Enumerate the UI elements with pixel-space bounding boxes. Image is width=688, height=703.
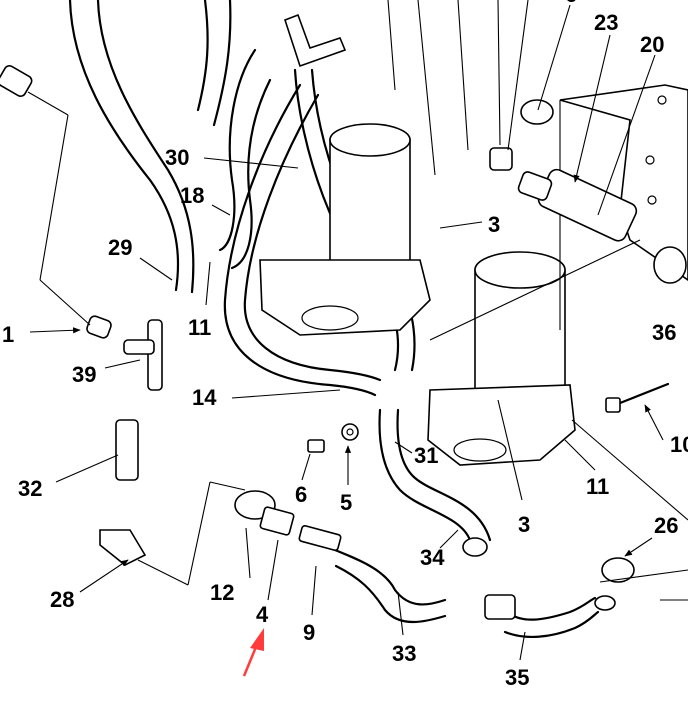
label-35: 35 [505,665,529,690]
label-33: 33 [392,641,416,666]
label-12: 12 [210,580,234,605]
label-23: 23 [594,10,618,35]
label-10: 10 [670,432,688,457]
label-28: 28 [50,587,74,612]
label-11-left: 11 [188,315,211,340]
highlight-arrow [242,628,264,677]
label-18: 18 [180,183,204,208]
label-30: 30 [165,145,189,170]
label-11-right: 11 [586,474,609,499]
label-29: 29 [108,235,132,260]
label-1: 1 [2,322,14,347]
label-36: 36 [652,320,676,345]
label-32: 32 [18,476,42,501]
callout-labels: 1 39 29 18 30 11 14 32 28 6 5 31 3 3 11 … [2,0,688,690]
label-39: 39 [72,362,96,387]
fittings [0,13,687,620]
label-3-upper: 3 [488,212,500,237]
hose-assembly [68,0,600,639]
label-5: 5 [340,490,352,515]
pump-lower [427,251,576,466]
label-14: 14 [192,385,217,410]
label-3-lower: 3 [518,512,530,537]
label-34: 34 [420,545,445,570]
label-20: 20 [640,32,664,57]
label-6-top: 6 [565,0,577,7]
mounting-bracket [429,84,688,341]
leader-lines [27,0,688,661]
label-6: 6 [295,482,307,507]
pump-upper [259,123,431,336]
label-9: 9 [303,620,315,645]
label-26: 26 [654,513,678,538]
label-31: 31 [414,443,438,468]
label-4: 4 [256,602,269,627]
